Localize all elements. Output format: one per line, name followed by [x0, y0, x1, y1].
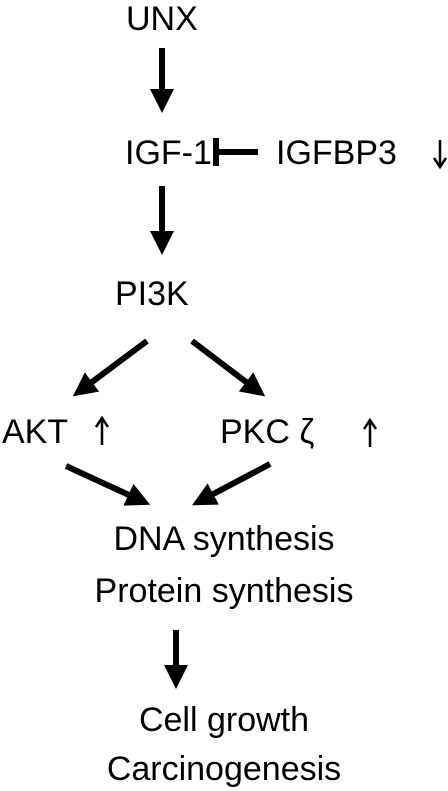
- node-carcinogenesis: Carcinogenesis: [106, 750, 342, 788]
- arrow-akt-to-synthesis: [64, 463, 151, 506]
- down-arrow-icon: [432, 140, 448, 170]
- arrow-pi3k-to-pkc: [190, 338, 266, 397]
- node-akt: AKT: [2, 413, 69, 451]
- arrow-pkc-to-synthesis: [192, 461, 272, 506]
- node-igf1: IGF-1: [125, 134, 212, 172]
- node-igfbp3: IGFBP3: [276, 134, 397, 172]
- node-dna-synthesis: DNA synthesis: [113, 520, 335, 558]
- node-protein-synthesis: Protein synthesis: [94, 572, 354, 610]
- up-arrow-icon: [362, 417, 378, 447]
- node-unx: UNX: [126, 0, 198, 38]
- up-arrow-icon: [94, 415, 110, 445]
- node-cell-growth: Cell growth: [138, 701, 310, 739]
- inhibition-igfbp3-igf1: [213, 138, 258, 166]
- node-pkc: PKC ζ: [220, 413, 315, 451]
- arrow-pi3k-to-akt: [72, 338, 149, 397]
- node-pi3k: PI3K: [115, 275, 189, 313]
